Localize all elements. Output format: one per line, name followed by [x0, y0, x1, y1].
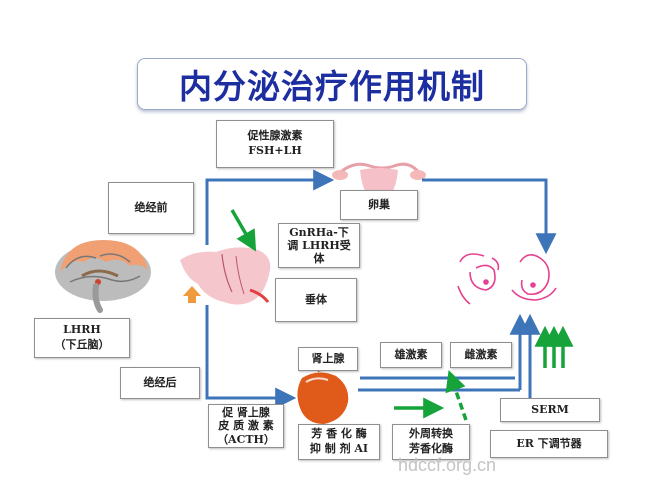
watermark: hdccf.org.cn [398, 455, 497, 475]
androgen-box: 雄激素 [380, 342, 442, 368]
hypothalamus-box: LHRH （下丘脑） [34, 318, 130, 358]
acth-line-3: （ACTH） [217, 432, 275, 446]
peripheral-line-2: 芳香化酶 [409, 442, 453, 455]
estrogen-label: 雌激素 [464, 347, 498, 361]
serm-box: SERM [500, 398, 600, 422]
postmenopause-label: 绝经后 [143, 375, 177, 389]
aromatase-inhibitor-box: 芳 香 化 酶 抑 制 剂 AI [298, 424, 380, 460]
green-arrows [230, 209, 574, 421]
premenopause-label: 绝经前 [134, 200, 168, 214]
pituitary-label: 垂体 [305, 292, 327, 306]
gnrha-line-2: 调 LHRH受 [287, 238, 351, 252]
aromatase-inhibitor-line-2: 抑 制 剂 AI [309, 442, 369, 455]
estrogen-box: 雌激素 [450, 342, 512, 368]
peripheral-conversion-box: 外周转换 芳香化酶 [392, 424, 470, 460]
aromatase-inhibitor-line-1: 芳 香 化 酶 [311, 427, 367, 441]
acth-line-2: 皮 质 激 素 [218, 419, 274, 433]
gnrha-line-3: 体 [313, 252, 325, 266]
diagram-title: 内分泌治疗作用机制 [137, 58, 527, 110]
adrenal-box: 肾上腺 [298, 347, 358, 371]
er-downregulator-box: ER 下调节器 [490, 430, 608, 458]
gnrha-box: GnRHa-下 调 LHRH受 体 [278, 223, 360, 268]
serm-label: SERM [531, 402, 569, 416]
brain-illustration [55, 240, 151, 313]
gonadotropin-label: 促性腺激素 [247, 129, 303, 143]
pituitary-illustration [180, 247, 271, 305]
adrenal-label: 肾上腺 [311, 351, 345, 365]
kidney-illustration [297, 366, 349, 424]
acth-line-1: 促 肾上腺 [222, 406, 270, 420]
er-downregulator-label: ER 下调节器 [516, 436, 582, 450]
gonadotropin-box: 促性腺激素 FSH+LH [216, 120, 334, 168]
premenopause-box: 绝经前 [108, 182, 194, 234]
ovary-box: 卵巢 [340, 190, 418, 220]
peripheral-line-1: 外周转换 [409, 427, 453, 441]
orange-arrow [183, 286, 201, 303]
pituitary-box: 垂体 [275, 278, 357, 322]
ovary-label: 卵巢 [368, 197, 390, 211]
postmenopause-box: 绝经后 [120, 367, 200, 399]
lhrh-label: LHRH [63, 323, 101, 337]
hypothalamus-label: （下丘脑） [54, 338, 110, 351]
acth-box: 促 肾上腺 皮 质 激 素 （ACTH） [208, 404, 284, 448]
androgen-label: 雄激素 [394, 347, 428, 361]
gnrha-line-1: GnRHa-下 [289, 225, 349, 239]
breast-illustration [457, 253, 557, 305]
fsh-lh-label: FSH+LH [248, 144, 302, 157]
blue-connectors [205, 169, 557, 409]
